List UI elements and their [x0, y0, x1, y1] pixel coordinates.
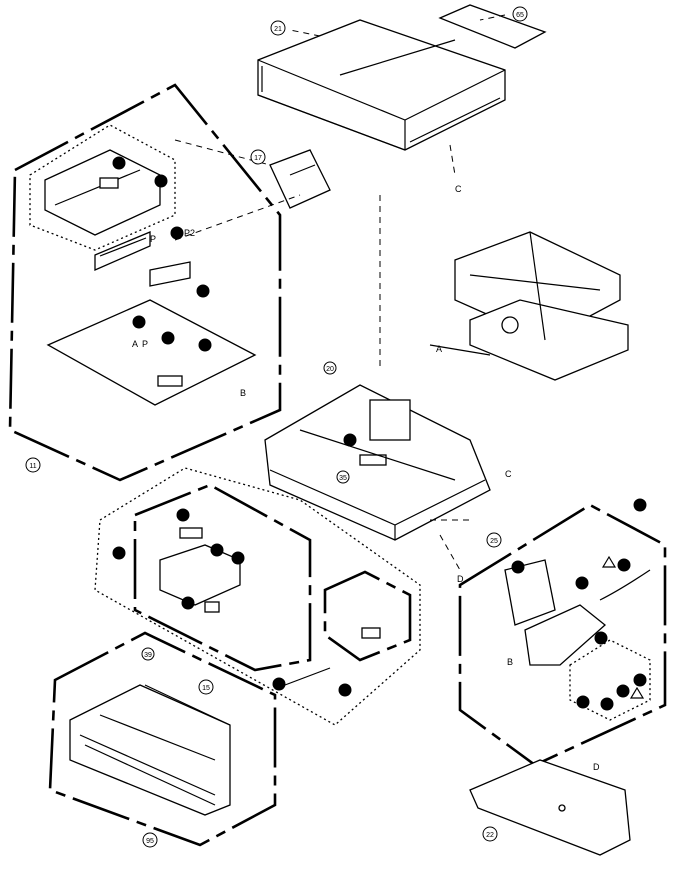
control-board	[159, 527, 241, 613]
callout-filled-1	[112, 156, 126, 170]
callout-filled-24	[616, 684, 630, 698]
warning-triangle-icon-2	[629, 686, 645, 699]
callout-filled-4	[196, 284, 210, 298]
front-board-assembly-outline	[8, 83, 282, 482]
callout-filled-22	[576, 695, 590, 709]
display-board-subgroup-outline	[29, 124, 176, 251]
callout-15: 15	[198, 679, 214, 695]
callout-95: 95	[142, 832, 158, 848]
callout-filled-11	[210, 543, 224, 557]
ref-letter-c-top: C	[455, 184, 462, 194]
power-assembly-outline	[458, 503, 667, 767]
callout-filled-6	[161, 331, 175, 345]
callout-17: 17	[250, 149, 266, 165]
ref-letter-b-power: B	[507, 657, 513, 667]
callout-39-label: 39	[144, 652, 152, 659]
tape-mechanism	[454, 231, 629, 381]
switch-strip	[149, 261, 191, 287]
callout-filled-16	[633, 498, 647, 512]
callout-21: 21	[270, 20, 286, 36]
callout-filled-13	[181, 596, 195, 610]
ref-letter-d-bottom: D	[593, 762, 600, 772]
front-panel	[69, 684, 231, 816]
callout-65-label: 65	[516, 12, 524, 19]
callout-25-label: 25	[490, 538, 498, 545]
warning-triangle-icon	[601, 555, 617, 568]
callout-filled-2	[154, 174, 168, 188]
ref-letter-p2: P2	[184, 228, 195, 238]
control-board-assembly-outline	[133, 483, 312, 672]
ref-letter-a-board: A	[132, 339, 138, 349]
filled-callouts	[112, 156, 647, 711]
callout-filled-21	[633, 673, 647, 687]
callout-filled-12	[231, 551, 245, 565]
callout-35-label: 35	[339, 475, 347, 482]
ref-letter-c-chassis: C	[505, 469, 512, 479]
ref-letter-a-mech: A	[436, 344, 442, 354]
leader-d	[439, 534, 461, 571]
ref-letter-d-chassis: D	[457, 574, 464, 584]
callout-filled-3	[170, 226, 184, 240]
callout-filled-10	[176, 508, 190, 522]
front-panel-assembly-outline	[48, 631, 277, 847]
bottom-plate	[469, 759, 631, 856]
cable-connector	[284, 667, 331, 686]
door-lever	[144, 684, 231, 726]
callout-65: 65	[512, 6, 528, 22]
callout-filled-17	[511, 560, 525, 574]
top-cover	[257, 19, 506, 151]
callout-filled-15	[338, 683, 352, 697]
callout-20: 20	[323, 361, 337, 375]
leader-c-top	[449, 144, 456, 176]
callout-filled-19	[617, 558, 631, 572]
callout-11-label: 11	[29, 463, 36, 470]
callout-39: 39	[141, 647, 155, 661]
callout-filled-5	[132, 315, 146, 329]
front-panel-board	[269, 149, 331, 209]
ref-letter-p-strip: P	[150, 234, 156, 244]
callout-filled-7	[198, 338, 212, 352]
callout-21-label: 21	[274, 26, 282, 33]
sub-board-assembly-outline	[323, 570, 412, 662]
connector-strip	[94, 231, 151, 271]
callout-22-label: 22	[486, 832, 494, 839]
callout-filled-18	[575, 576, 589, 590]
callout-filled-9	[112, 546, 126, 560]
callout-filled-14	[272, 677, 286, 691]
cover-label-plate	[438, 4, 547, 49]
ref-letter-b-board: B	[240, 388, 246, 398]
callout-filled-23	[600, 697, 614, 711]
callout-11: 11	[25, 457, 41, 473]
leader-65	[479, 14, 506, 21]
power-board	[524, 604, 607, 666]
ref-letter-p-board: P	[142, 339, 148, 349]
display-board	[44, 149, 161, 236]
callout-15-label: 15	[202, 685, 210, 692]
leader-a-mech	[429, 344, 491, 356]
power-bracket	[504, 559, 556, 626]
callout-25: 25	[486, 532, 502, 548]
fuse-group-outline	[569, 639, 651, 721]
callout-22: 22	[482, 826, 498, 842]
leader-21	[289, 29, 321, 37]
callout-95-label: 95	[146, 838, 154, 845]
callout-filled-20	[594, 631, 608, 645]
main-circuit-board	[46, 299, 257, 406]
callout-20-label: 20	[326, 366, 334, 373]
leader-board-p	[174, 194, 301, 241]
callout-17-label: 17	[254, 155, 262, 162]
main-chassis	[264, 384, 491, 541]
callout-35: 35	[336, 470, 350, 484]
callout-filled-8	[343, 433, 357, 447]
power-cord	[599, 569, 651, 601]
sub-board	[361, 627, 381, 639]
